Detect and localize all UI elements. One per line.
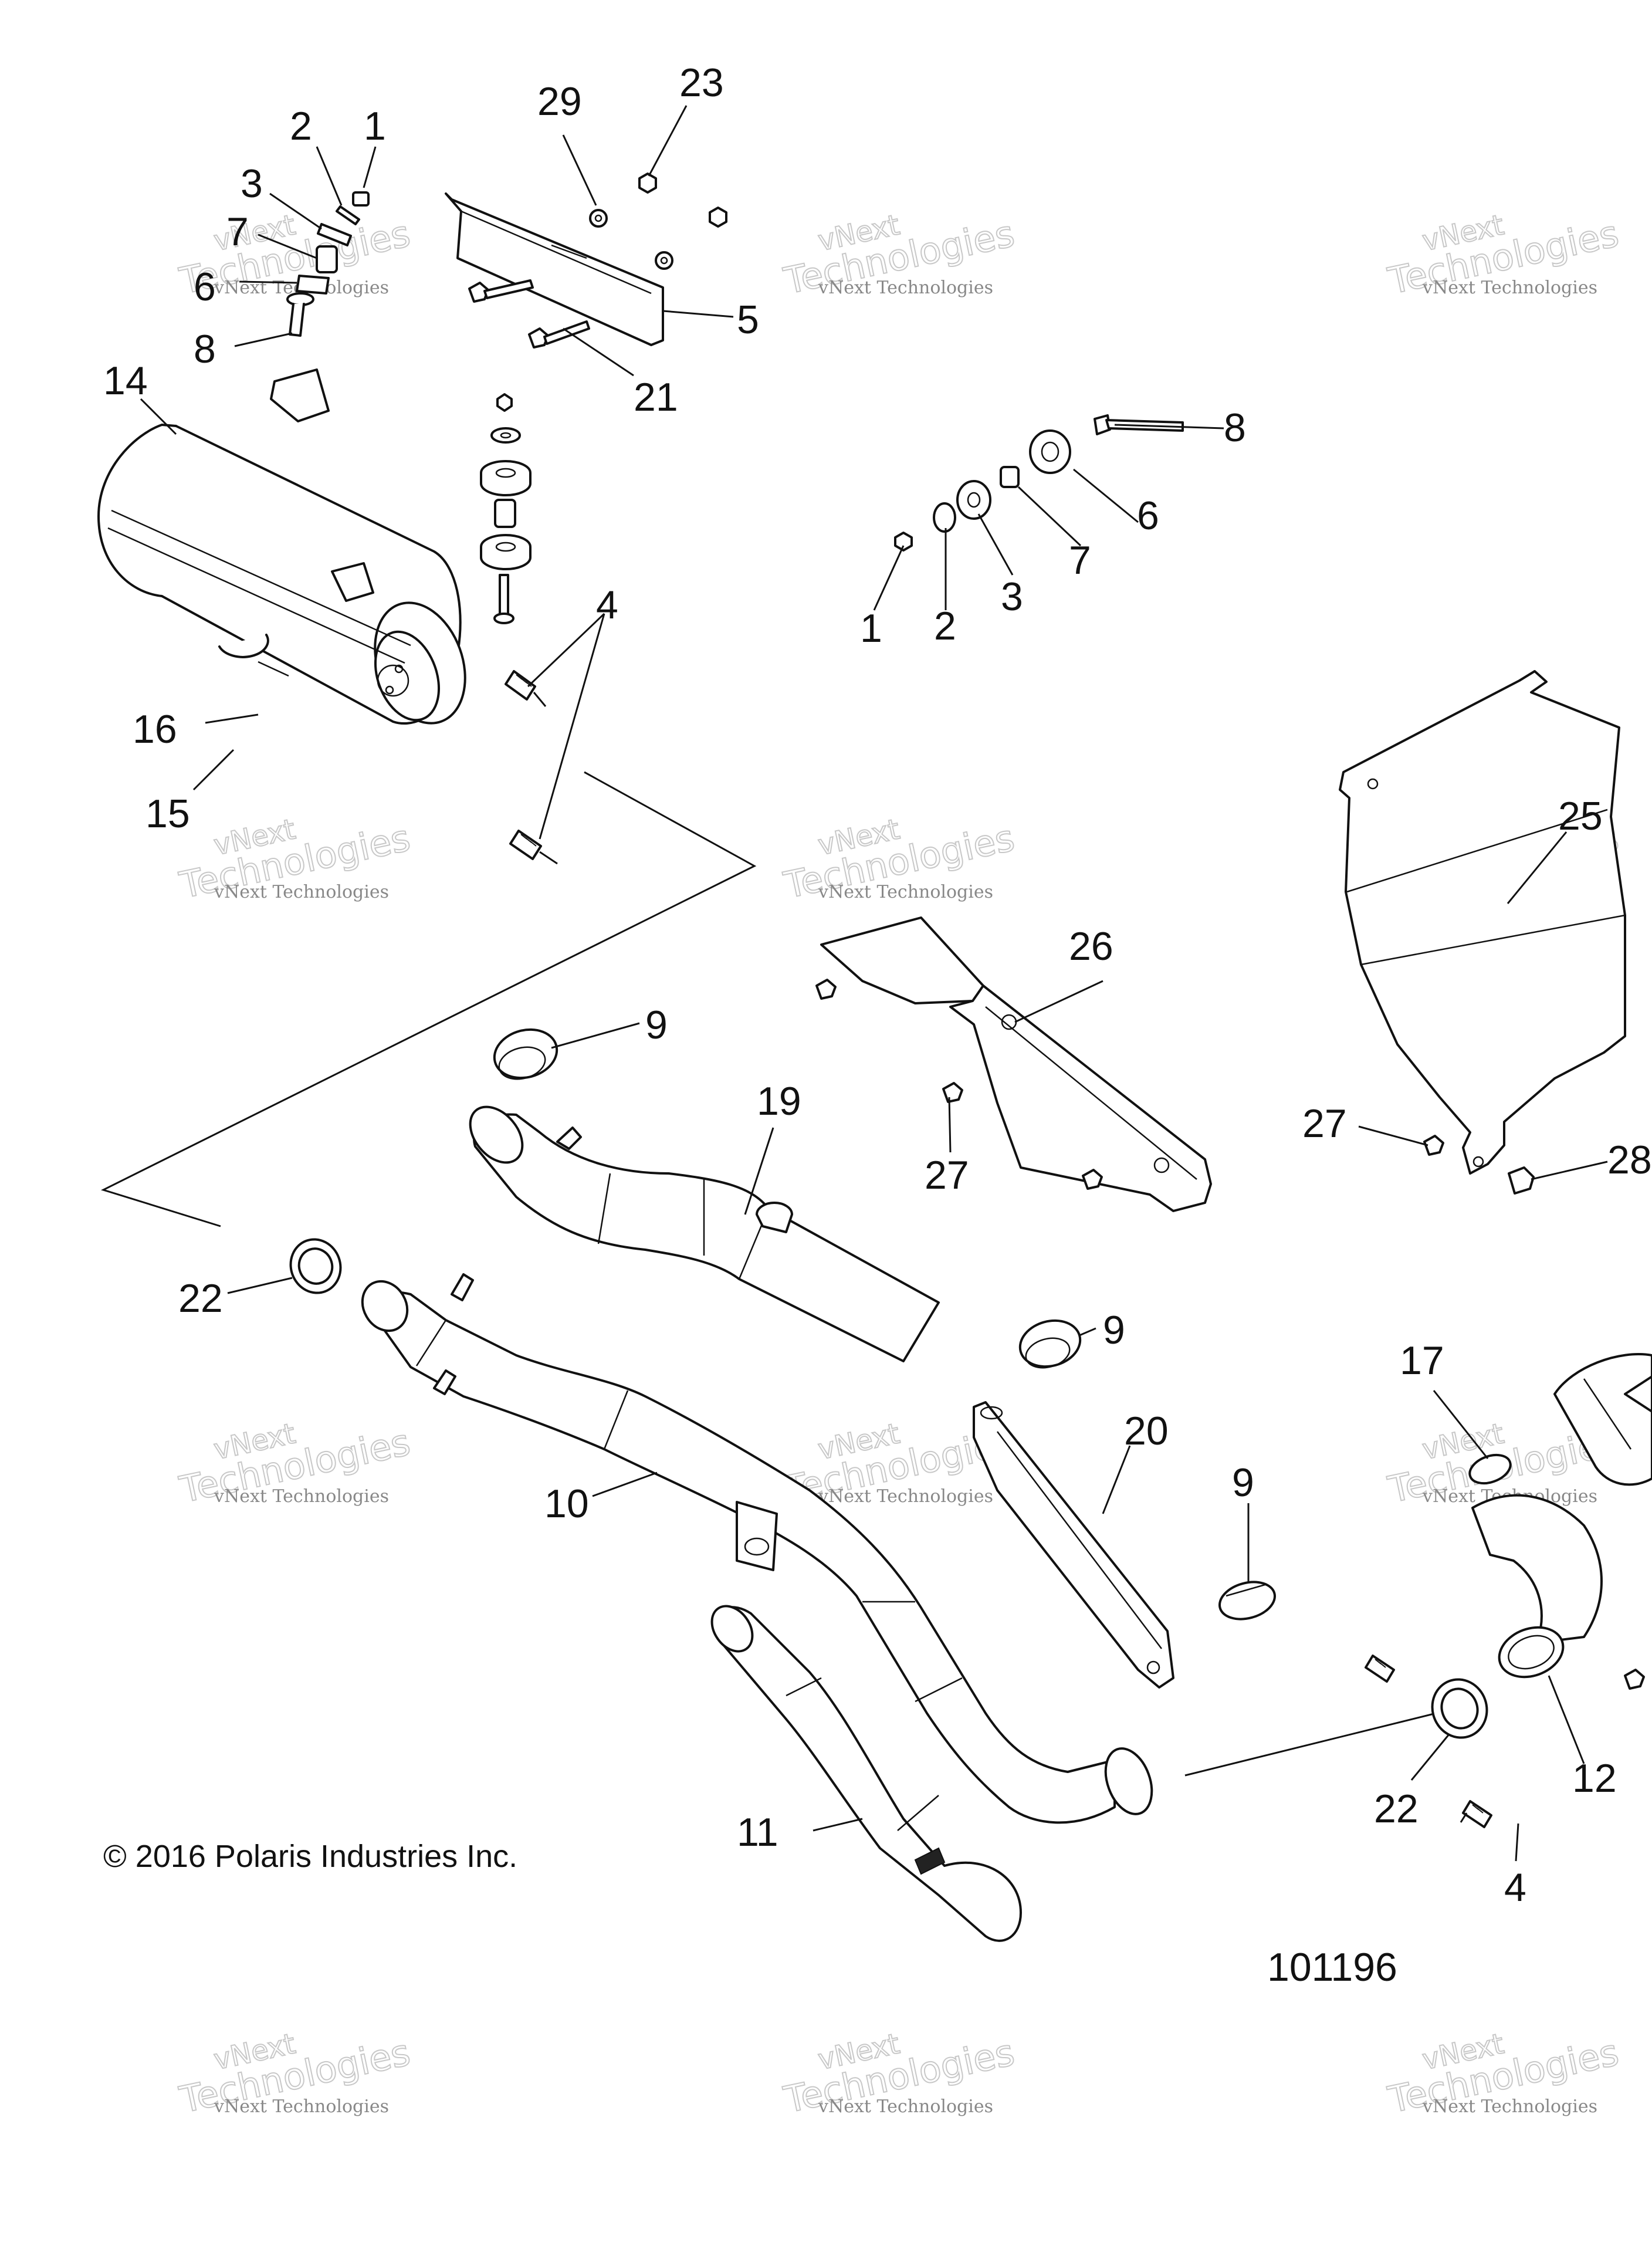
callout-8: 8	[194, 327, 216, 371]
watermark-text: vNext Technologies	[1422, 278, 1597, 298]
diagram-part-number: 101196	[1267, 1945, 1397, 1990]
callout-9: 9	[645, 1003, 668, 1047]
mount-hardware-stack-left	[286, 191, 370, 337]
callout-leaders	[140, 105, 1608, 1862]
mounting-bracket	[445, 172, 727, 349]
callout-3: 3	[241, 161, 263, 206]
watermark-text: vNext Technologies	[214, 2096, 389, 2117]
pipe-lower-section	[710, 1605, 1022, 1942]
callout-12: 12	[1572, 1756, 1617, 1801]
callout-22: 22	[178, 1276, 223, 1321]
muffler	[97, 368, 466, 725]
callout-5: 5	[737, 297, 759, 342]
callout-22: 22	[1374, 1787, 1419, 1831]
spring-lower	[509, 830, 558, 865]
callout-28: 28	[1607, 1138, 1652, 1182]
pipe-upper-section	[469, 1105, 940, 1362]
clamp-top	[493, 1028, 558, 1080]
heat-shield-large	[1339, 670, 1626, 1175]
callout-20: 20	[1124, 1409, 1169, 1453]
callout-1: 1	[364, 104, 386, 148]
clamp-middle	[1018, 1319, 1082, 1369]
callout-10: 10	[544, 1481, 589, 1526]
heat-shield-20	[973, 1401, 1174, 1689]
callout-7: 7	[1069, 538, 1091, 583]
watermark-text: vNext Technologies	[214, 882, 389, 902]
callout-6: 6	[194, 265, 216, 309]
assembly-leader-lines	[100, 771, 1437, 1777]
watermark-text: vNext Technologies	[818, 1486, 993, 1507]
right-elbow-assembly	[1365, 1353, 1652, 1690]
callout-2: 2	[934, 604, 956, 648]
callout-15: 15	[145, 791, 190, 836]
callout-21: 21	[634, 375, 678, 420]
callout-25: 25	[1558, 794, 1603, 838]
watermark-text: vNext Technologies	[214, 1486, 389, 1507]
callout-6: 6	[1137, 493, 1159, 538]
grommet-stack	[480, 393, 532, 624]
callout-1: 1	[860, 606, 882, 651]
mount-hardware-stack-right	[894, 414, 1184, 552]
callout-14: 14	[103, 358, 148, 403]
callout-27: 27	[925, 1153, 969, 1197]
callout-23: 23	[679, 60, 724, 105]
callout-4: 4	[596, 583, 618, 627]
callout-17: 17	[1400, 1338, 1444, 1383]
callout-labels: 1 2 3 7 6 8 29 23 5 21 14 4 16 15 8 6 7 …	[103, 60, 1652, 1910]
callout-8: 8	[1224, 405, 1246, 450]
gasket-left	[289, 1238, 342, 1294]
callout-27: 27	[1302, 1101, 1347, 1146]
clamp-lower	[1218, 1581, 1277, 1621]
callout-9: 9	[1232, 1460, 1254, 1505]
callout-3: 3	[1001, 574, 1023, 619]
spring-upper	[505, 670, 547, 707]
callout-29: 29	[537, 79, 582, 124]
head-pipe-main	[361, 1273, 1153, 1824]
watermark-text: vNext Technologies	[818, 278, 993, 298]
spring-right	[1460, 1800, 1492, 1828]
callout-2: 2	[290, 104, 312, 148]
callout-26: 26	[1069, 924, 1113, 969]
callout-16: 16	[133, 707, 177, 752]
callout-4: 4	[1504, 1865, 1526, 1910]
callout-9: 9	[1103, 1308, 1125, 1352]
callout-7: 7	[226, 209, 249, 254]
callout-19: 19	[757, 1079, 801, 1124]
watermark-text: vNext Technologies	[818, 2096, 993, 2117]
callout-11: 11	[737, 1810, 778, 1855]
gasket-right	[1431, 1678, 1488, 1739]
watermark-text: vNext Technologies	[1422, 2096, 1597, 2117]
heat-shield-small	[815, 916, 1535, 1212]
copyright-notice: © 2016 Polaris Industries Inc.	[103, 1839, 517, 1874]
watermark-text: vNext Technologies	[818, 882, 993, 902]
